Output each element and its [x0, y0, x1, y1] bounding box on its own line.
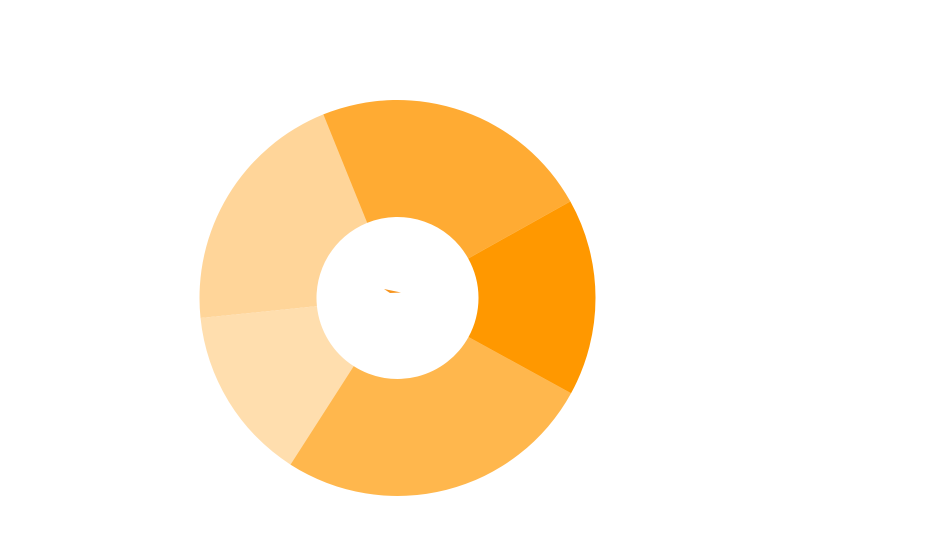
slices-group	[199, 100, 596, 496]
donut-slice-1	[199, 114, 368, 319]
donut-slice-2	[200, 306, 354, 465]
arrow-icon	[384, 289, 401, 293]
donut-slice-3	[290, 336, 572, 496]
donut-slice-5	[323, 100, 571, 259]
donut-slice-4	[468, 201, 596, 394]
